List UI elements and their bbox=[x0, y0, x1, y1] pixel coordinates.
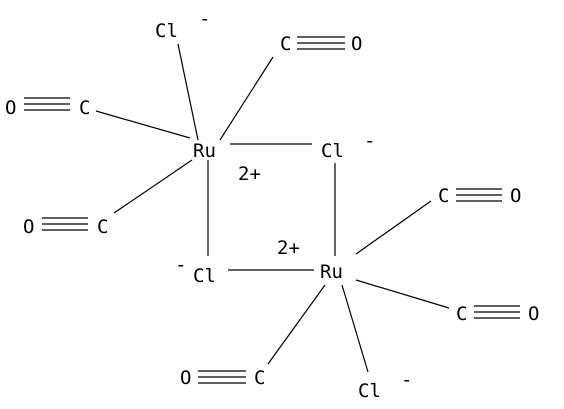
o-bottom-label: O bbox=[180, 367, 191, 389]
cl-top-label: Cl bbox=[155, 20, 178, 42]
ru1-charge: 2+ bbox=[238, 163, 261, 185]
triple-bond-bottom bbox=[198, 370, 246, 384]
triple-bond-left-upper bbox=[24, 97, 70, 111]
c-bottom-label: C bbox=[254, 367, 265, 389]
cl-left-label: Cl bbox=[193, 265, 216, 287]
triple-bond-top bbox=[297, 36, 345, 50]
bond-ru2-c-right-lower bbox=[355, 279, 450, 309]
c-left-lower-label: C bbox=[97, 216, 108, 238]
o-left-upper-label: O bbox=[5, 97, 16, 119]
triple-bond-left-lower bbox=[42, 217, 88, 231]
cl-bottom-charge: - bbox=[401, 369, 412, 391]
bond-ru1-c-top bbox=[219, 56, 274, 141]
ru2-label: Ru bbox=[320, 261, 343, 283]
bond-ru1-c-left-upper bbox=[95, 110, 191, 139]
triple-bond-right-lower bbox=[474, 305, 520, 319]
o-right-upper-label: O bbox=[510, 185, 521, 207]
o-top-label: O bbox=[351, 33, 362, 55]
c-right-upper-label: C bbox=[438, 185, 449, 207]
o-left-lower-label: O bbox=[23, 216, 34, 238]
c-top-label: C bbox=[280, 33, 291, 55]
cl-top-charge: - bbox=[199, 8, 210, 30]
bond-ru2-c-right-upper bbox=[355, 200, 432, 255]
cl-right-label: Cl bbox=[321, 140, 344, 162]
c-right-lower-label: C bbox=[456, 303, 467, 325]
bond-ru2-cl-bottom bbox=[341, 284, 369, 373]
o-right-lower-label: O bbox=[528, 303, 539, 325]
bond-ru1-cl-top bbox=[177, 43, 199, 141]
bond-ru1-c-left-lower bbox=[113, 159, 193, 214]
bond-ru2-c-bottom bbox=[267, 284, 326, 365]
cl-bottom-label: Cl bbox=[358, 380, 381, 402]
c-left-upper-label: C bbox=[79, 97, 90, 119]
ru2-charge: 2+ bbox=[277, 237, 300, 259]
cl-right-charge: - bbox=[364, 130, 375, 152]
ru1-label: Ru bbox=[193, 140, 216, 162]
triple-bond-right-upper bbox=[456, 188, 502, 202]
cl-left-charge: - bbox=[175, 254, 186, 276]
